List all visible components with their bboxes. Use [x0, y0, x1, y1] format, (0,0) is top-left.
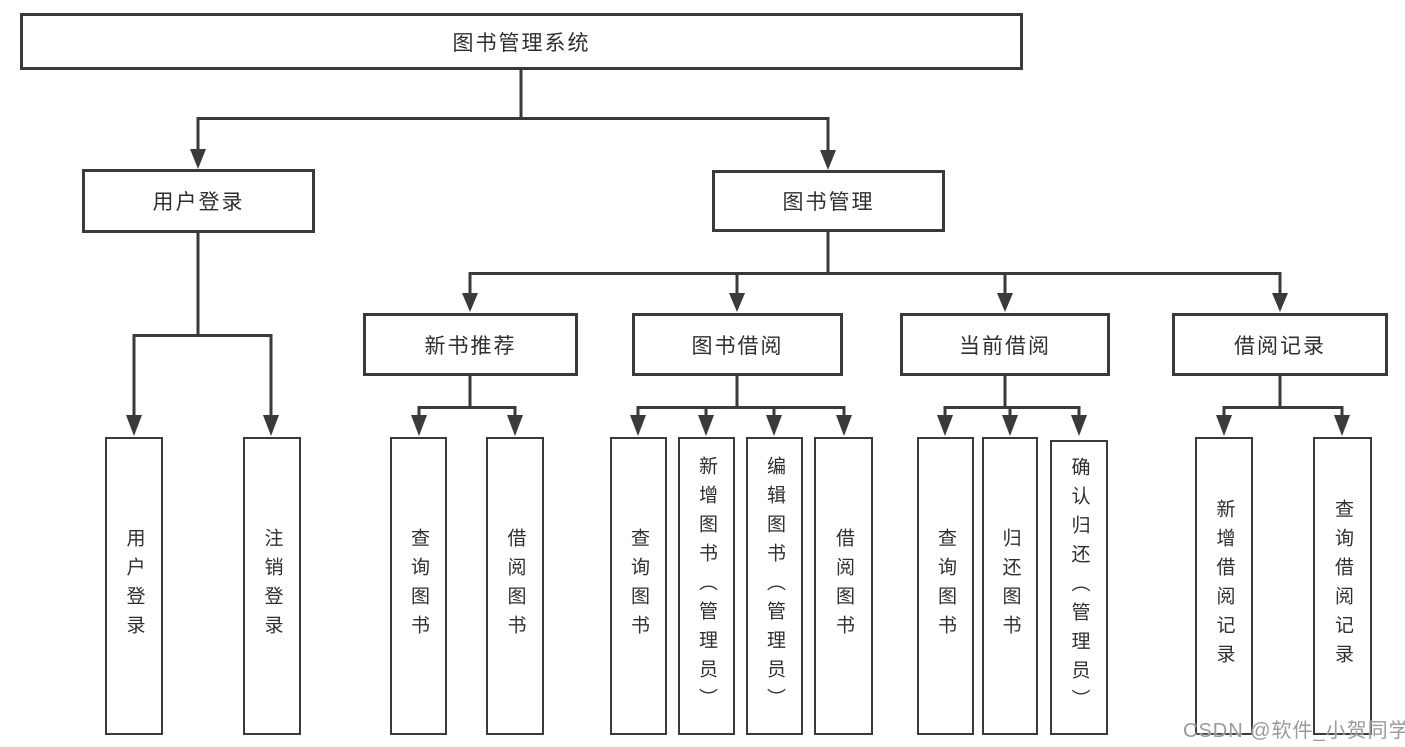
- leaf-records-add-record: 新增借阅记录: [1195, 437, 1253, 735]
- csdn-watermark: CSDN @软件_小贺同学: [1183, 720, 1405, 742]
- new-book-recommend-to-leaves-connector: [411, 375, 523, 436]
- node-new-book-recommend: 新书推荐: [363, 313, 578, 376]
- leaf-borrow-query-books: 查询图书: [610, 437, 667, 735]
- node-user-login: 用户登录: [82, 169, 315, 233]
- node-book-borrow-label: 图书借阅: [691, 334, 784, 358]
- leaf-borrow-query-books-label: 查询图书: [628, 528, 649, 644]
- node-user-login-label: 用户登录: [152, 191, 245, 214]
- leaf-recommend-borrow-books: 借阅图书: [486, 437, 544, 735]
- leaf-recommend-query-books: 查询图书: [390, 437, 447, 735]
- leaf-user-login-label: 用户登录: [123, 528, 145, 644]
- leaf-borrow-edit-books-admin: 编辑图书（管理员）: [746, 437, 803, 735]
- leaf-current-return-books-label: 归还图书: [999, 528, 1021, 644]
- leaf-current-query-books: 查询图书: [917, 437, 974, 735]
- leaf-logout: 注销登录: [243, 437, 301, 735]
- leaf-current-return-books: 归还图书: [982, 437, 1038, 735]
- book-borrow-to-leaves-connector: [630, 375, 852, 436]
- node-library-system: 图书管理系统: [20, 13, 1023, 70]
- leaf-borrow-add-books-admin-label: 新增图书（管理员）: [696, 455, 717, 717]
- book-management-to-level3-connector: [462, 232, 1288, 312]
- current-borrow-to-leaves-connector: [937, 375, 1087, 436]
- node-borrow-records-label: 借阅记录: [1234, 334, 1326, 358]
- user-login-to-leaves-connector: [126, 232, 279, 436]
- leaf-current-query-books-label: 查询图书: [935, 528, 956, 644]
- root-to-level2-connector: [190, 68, 836, 170]
- leaf-recommend-borrow-books-label: 借阅图书: [504, 528, 526, 644]
- node-current-borrow: 当前借阅: [900, 313, 1110, 376]
- node-book-borrow: 图书借阅: [632, 313, 843, 376]
- node-library-system-label: 图书管理系统: [452, 31, 591, 55]
- leaf-borrow-edit-books-admin-label: 编辑图书（管理员）: [764, 455, 785, 717]
- leaf-records-query-record: 查询借阅记录: [1313, 437, 1372, 735]
- leaf-borrow-borrow-books-label: 借阅图书: [833, 528, 854, 644]
- leaf-recommend-query-books-label: 查询图书: [408, 528, 429, 644]
- node-book-management: 图书管理: [712, 170, 945, 232]
- borrow-records-to-leaves-connector: [1216, 375, 1350, 436]
- leaf-user-login: 用户登录: [105, 437, 163, 735]
- leaf-logout-label: 注销登录: [261, 528, 283, 644]
- node-new-book-recommend-label: 新书推荐: [424, 334, 517, 358]
- leaf-borrow-borrow-books: 借阅图书: [814, 437, 873, 735]
- leaf-borrow-add-books-admin: 新增图书（管理员）: [678, 437, 735, 735]
- leaf-current-confirm-return-admin: 确认归还（管理员）: [1050, 440, 1108, 735]
- node-book-management-label: 图书管理: [782, 191, 875, 214]
- leaf-current-confirm-return-admin-label: 确认归还（管理员）: [1068, 457, 1090, 718]
- leaf-records-add-record-label: 新增借阅记录: [1213, 499, 1235, 673]
- node-borrow-records: 借阅记录: [1172, 313, 1388, 376]
- node-current-borrow-label: 当前借阅: [959, 334, 1051, 358]
- leaf-records-query-record-label: 查询借阅记录: [1332, 499, 1353, 673]
